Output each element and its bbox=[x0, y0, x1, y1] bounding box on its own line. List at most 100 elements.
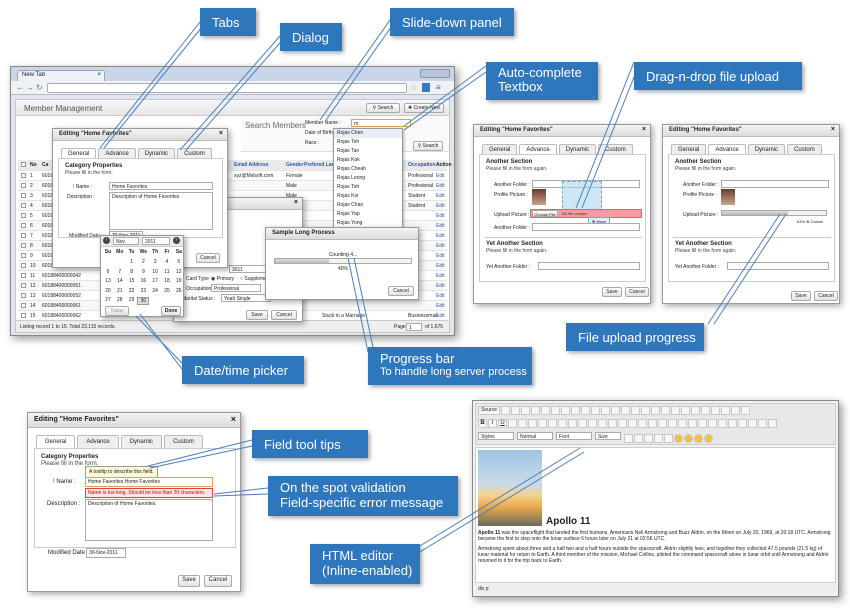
spellcheck-icon[interactable] bbox=[651, 406, 660, 415]
hiddenfield-icon[interactable] bbox=[741, 406, 750, 415]
calendar-day[interactable]: 20 bbox=[105, 287, 111, 294]
calendar-day[interactable]: 28 bbox=[117, 297, 123, 303]
autocomplete-item[interactable]: Rojas Chen bbox=[334, 129, 402, 138]
redo-icon[interactable] bbox=[611, 406, 620, 415]
flash-icon[interactable] bbox=[708, 419, 717, 428]
paste-icon[interactable] bbox=[571, 406, 580, 415]
prev-month-icon[interactable]: ‹ bbox=[103, 237, 110, 244]
iframe-icon[interactable] bbox=[768, 419, 777, 428]
subscript-icon[interactable] bbox=[518, 419, 527, 428]
calendar-day[interactable]: 17 bbox=[152, 278, 158, 284]
calendar-day[interactable]: 5 bbox=[177, 259, 181, 265]
show-blocks-icon[interactable] bbox=[654, 433, 663, 443]
marital-input[interactable]: Yeah Single bbox=[221, 294, 271, 302]
strike-icon[interactable] bbox=[508, 419, 517, 428]
row-checkbox[interactable] bbox=[21, 173, 26, 180]
year-select[interactable]: 2011 bbox=[142, 237, 170, 245]
col-gender[interactable]: Gender bbox=[286, 162, 304, 168]
emoticon-icon[interactable] bbox=[684, 433, 693, 443]
create-new-button[interactable]: ✚ Create New bbox=[404, 103, 444, 113]
tab-general[interactable]: General bbox=[36, 435, 76, 448]
row-edit-link[interactable]: Edit bbox=[436, 223, 445, 229]
row-edit-link[interactable]: Edit bbox=[436, 203, 445, 209]
tab-dynamic[interactable]: Dynamic bbox=[747, 144, 786, 155]
autocomplete-item[interactable]: Rojas Tan bbox=[337, 148, 360, 154]
italic-icon[interactable]: I bbox=[488, 419, 497, 428]
search-submit-button[interactable]: ⚲ Search bbox=[413, 141, 443, 151]
tab-general[interactable]: General bbox=[482, 144, 518, 155]
tab-custom[interactable]: Custom bbox=[787, 144, 822, 155]
unlink-icon[interactable] bbox=[678, 419, 687, 428]
emoticon-icon[interactable] bbox=[704, 433, 713, 443]
calendar-day[interactable]: 27 bbox=[105, 297, 111, 303]
link-icon[interactable] bbox=[668, 419, 677, 428]
extension-icon[interactable] bbox=[422, 83, 430, 92]
col-language[interactable]: Prefered Language bbox=[304, 162, 350, 168]
cut-icon[interactable] bbox=[551, 406, 560, 415]
upload-save-button[interactable]: Save bbox=[791, 291, 811, 301]
col-occupation[interactable]: Occupation bbox=[408, 162, 436, 168]
maximize-icon[interactable] bbox=[644, 433, 653, 443]
calendar-day[interactable]: 15 bbox=[128, 278, 135, 284]
calendar-day[interactable]: 22 bbox=[128, 287, 135, 294]
page-number-input[interactable]: 1 bbox=[406, 323, 422, 331]
justify-icon[interactable] bbox=[638, 419, 647, 428]
calendar-day[interactable]: 18 bbox=[164, 278, 170, 284]
numbered-list-icon[interactable] bbox=[548, 419, 557, 428]
row-edit-link[interactable]: Edit bbox=[436, 233, 445, 239]
member-name-input[interactable]: ro bbox=[351, 119, 411, 127]
close-icon[interactable]: × bbox=[230, 414, 236, 424]
forward-icon[interactable]: → bbox=[26, 83, 34, 92]
choose-file-button[interactable]: Choose File bbox=[532, 210, 558, 217]
calendar-day[interactable]: 9 bbox=[142, 268, 145, 275]
next-month-icon[interactable]: › bbox=[173, 237, 180, 244]
done-button[interactable]: Done bbox=[161, 306, 181, 316]
calendar-day[interactable]: 25 bbox=[164, 287, 170, 294]
select-all-icon[interactable] bbox=[641, 406, 650, 415]
upload-input-highlight[interactable] bbox=[530, 209, 642, 218]
close-icon[interactable]: × bbox=[641, 126, 646, 133]
row-checkbox[interactable] bbox=[21, 303, 26, 310]
editor-content[interactable]: Apollo 11 Apollo 11 was the spaceflight … bbox=[475, 447, 836, 583]
form-icon[interactable] bbox=[661, 406, 670, 415]
primary-radio[interactable]: ◉ Primary bbox=[211, 276, 234, 282]
row-edit-link[interactable]: Edit bbox=[436, 253, 445, 259]
browser-tab[interactable]: New Tab × bbox=[17, 70, 105, 81]
calendar-day[interactable]: 2 bbox=[142, 259, 145, 265]
occupation-input[interactable]: Profesional bbox=[211, 284, 261, 292]
row-edit-link[interactable]: Edit bbox=[436, 313, 445, 319]
description-textarea[interactable]: Description of Home Favorites. bbox=[85, 499, 213, 541]
about-icon[interactable] bbox=[664, 433, 673, 443]
another-folder-input[interactable] bbox=[721, 180, 829, 188]
align-center-icon[interactable] bbox=[618, 419, 627, 428]
calendar-day[interactable]: 1 bbox=[130, 259, 133, 265]
div-icon[interactable] bbox=[598, 419, 607, 428]
row-edit-link[interactable]: Edit bbox=[436, 283, 445, 289]
calendar-day[interactable]: 3 bbox=[153, 259, 157, 265]
tab-dynamic[interactable]: Dynamic bbox=[137, 148, 176, 159]
textarea-icon[interactable] bbox=[701, 406, 710, 415]
col-email[interactable]: Email Address bbox=[234, 162, 269, 168]
calendar-day[interactable]: 29 bbox=[128, 297, 135, 303]
calendar-day[interactable]: 21 bbox=[117, 287, 123, 294]
calendar-day[interactable]: 30 bbox=[137, 297, 150, 305]
tab-advance[interactable]: Advance bbox=[519, 144, 557, 155]
calendar-day[interactable]: 6 bbox=[106, 268, 110, 275]
calendar-day[interactable]: 16 bbox=[140, 278, 147, 284]
close-icon[interactable]: × bbox=[97, 72, 101, 78]
calendar-day[interactable]: 10 bbox=[152, 268, 158, 275]
radio-icon[interactable] bbox=[681, 406, 690, 415]
reload-icon[interactable]: ↻ bbox=[36, 83, 43, 92]
col-no[interactable]: No bbox=[30, 162, 37, 168]
paste-word-icon[interactable] bbox=[591, 406, 600, 415]
paste-text-icon[interactable] bbox=[581, 406, 590, 415]
pagebreak-icon[interactable] bbox=[758, 419, 767, 428]
tab-general[interactable]: General bbox=[61, 148, 97, 159]
autocomplete-item[interactable]: Rojas Kok bbox=[337, 157, 360, 163]
styles-select[interactable]: Styles bbox=[478, 432, 514, 440]
tab-general[interactable]: General bbox=[671, 144, 707, 155]
back-icon[interactable]: ← bbox=[16, 83, 24, 92]
progress-cancel-button[interactable]: Cancel bbox=[388, 286, 414, 296]
image-icon[interactable] bbox=[698, 419, 707, 428]
